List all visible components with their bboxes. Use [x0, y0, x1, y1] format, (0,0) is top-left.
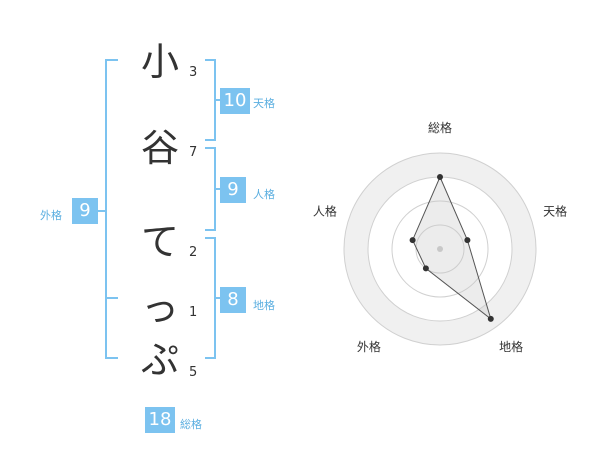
radar-rings: [343, 152, 537, 346]
name-char-3: て: [140, 220, 179, 264]
name-char-5: ぷ: [140, 338, 179, 382]
stroke-count-1: 3: [189, 65, 198, 80]
gaikaku-label: 外格: [40, 209, 62, 222]
radar-axis-label-0: 総格: [428, 120, 452, 135]
tenkaku-label: 天格: [253, 97, 275, 110]
tenkaku-badge: 10: [220, 88, 250, 114]
radar-point-0: [437, 174, 443, 180]
name-char-1: 小: [140, 40, 179, 84]
radar-axis-label-3: 外格: [357, 339, 381, 354]
radar-point-1: [464, 237, 471, 244]
name-char-2: 谷: [140, 126, 179, 170]
soukaku-badge: 18: [145, 407, 175, 433]
radar-axis-label-2: 地格: [499, 339, 523, 354]
radar-center: [437, 246, 443, 252]
stroke-count-2: 7: [189, 145, 198, 160]
jinkaku-badge: 9: [220, 177, 246, 203]
stroke-count-5: 5: [189, 365, 198, 380]
gaikaku-badge: 9: [72, 198, 98, 224]
radar-polygon: [409, 174, 494, 322]
chikaku-badge: 8: [220, 287, 246, 313]
radar-series-polygon: [412, 175, 492, 321]
stroke-count-3: 2: [189, 245, 198, 260]
chikaku-label: 地格: [253, 299, 275, 312]
stroke-count-4: 1: [189, 305, 198, 320]
radar-axis-label-1: 天格: [543, 204, 567, 219]
radar-point-2: [487, 315, 494, 322]
radar-axis-label-4: 人格: [313, 204, 337, 219]
soukaku-label: 総格: [180, 418, 202, 431]
radar-point-4: [409, 237, 416, 244]
name-char-4: っ: [140, 286, 179, 330]
jinkaku-label: 人格: [253, 188, 275, 201]
radar-point-3: [422, 265, 429, 272]
